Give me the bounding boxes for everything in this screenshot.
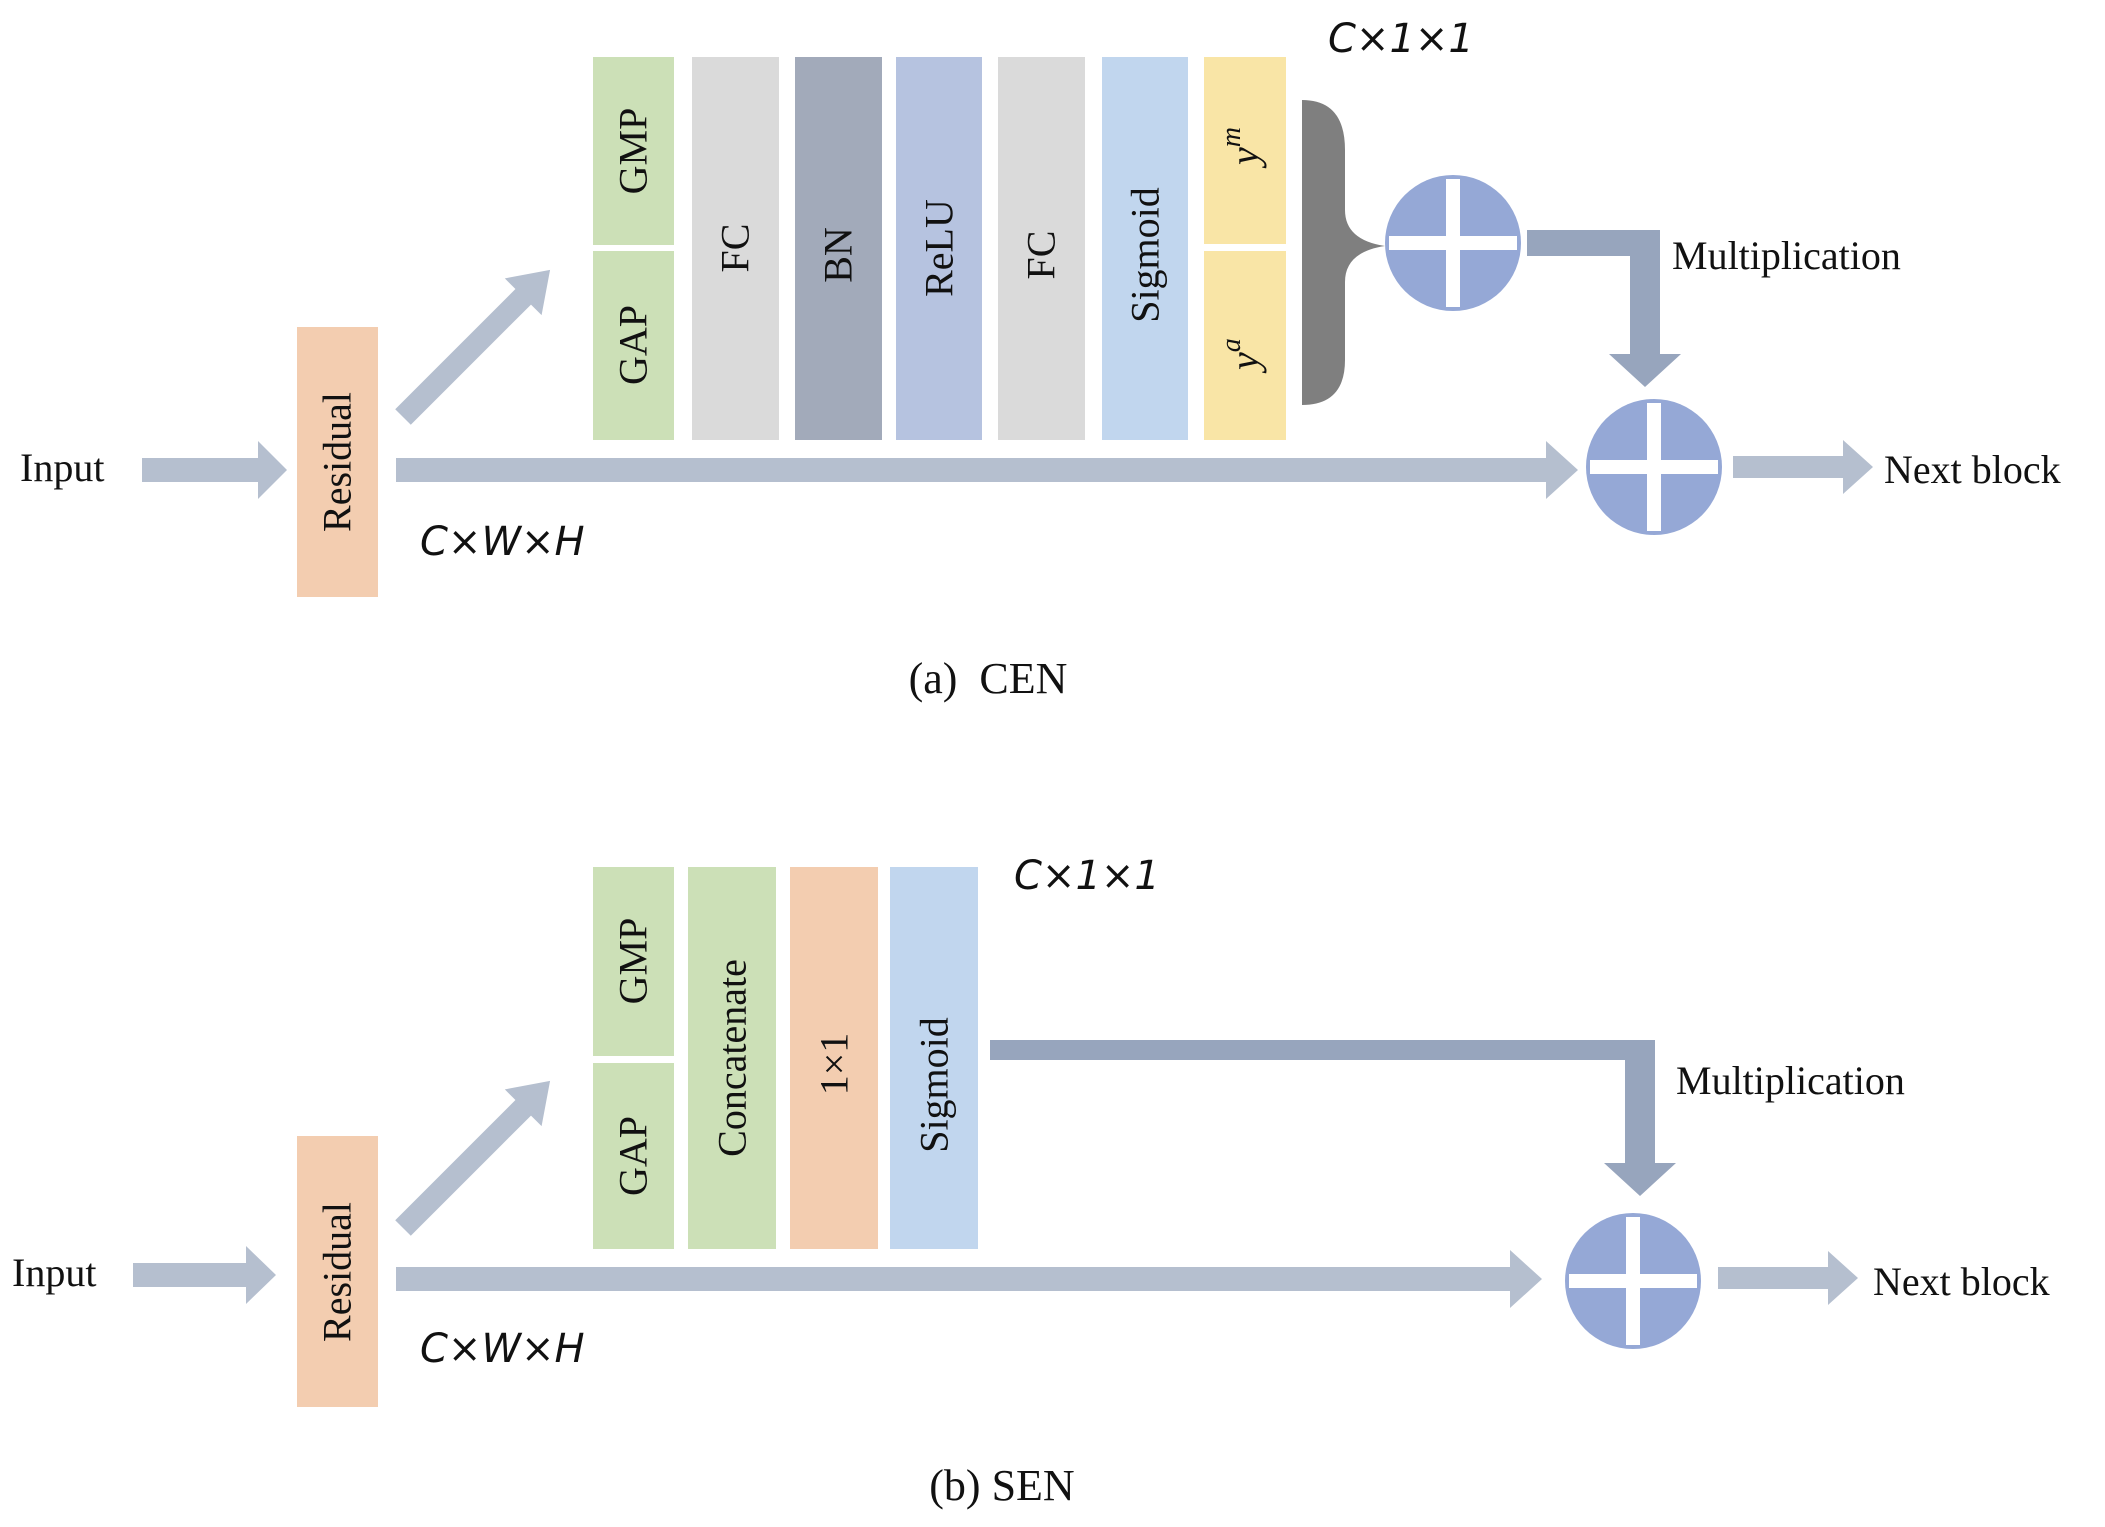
sen-skip-arrow xyxy=(396,1250,1542,1308)
cen-gap-block xyxy=(593,251,674,440)
sen-multiplication-label: Multiplication xyxy=(1676,1058,1905,1103)
sen-conv1x1-block xyxy=(790,867,878,1249)
cen-fc1-label: FC xyxy=(713,224,758,273)
cen-gmp-label: GMP xyxy=(611,108,656,195)
sen-multiplication-arrow xyxy=(990,1040,1676,1196)
sen-caption: (b) SEN xyxy=(929,1461,1074,1510)
cen-ya-block xyxy=(1204,251,1286,440)
cen-fc2-label: FC xyxy=(1019,231,1064,280)
cen-fc1-block xyxy=(692,57,779,440)
sen-branch-arrow xyxy=(395,1080,551,1236)
cen-input-arrow xyxy=(142,441,287,499)
cen-gmp-block xyxy=(593,57,674,245)
cen-sigmoid-block xyxy=(1102,57,1188,440)
cen-residual-block xyxy=(297,327,378,597)
cen-vector-shape-label: C×1×1 xyxy=(1328,16,1474,62)
sen-gap-label: GAP xyxy=(611,1116,656,1196)
cen-bn-block xyxy=(795,57,882,440)
cen-relu-block xyxy=(896,57,982,440)
cen-caption: (a) CEN xyxy=(909,654,1068,703)
sen-diagram: Input Residual GMP GAP Concatenate 1×1 S… xyxy=(12,853,2050,1510)
sen-vector-shape-label: C×1×1 xyxy=(1014,853,1160,899)
sen-residual-label: Residual xyxy=(315,1202,360,1342)
sen-conv1x1-label: 1×1 xyxy=(812,1033,857,1096)
cen-ym-label: ym xyxy=(1216,127,1267,169)
sen-concatenate-label: Concatenate xyxy=(710,959,755,1157)
cen-diagram: Input Residual GMP GAP FC BN ReLU FC Sig… xyxy=(20,16,2061,703)
cen-multiplication-arrow xyxy=(1527,230,1681,387)
svg-text:ym: ym xyxy=(1216,127,1267,169)
sen-input-arrow xyxy=(133,1246,276,1304)
sen-input-label: Input xyxy=(12,1250,96,1295)
cen-brace xyxy=(1302,100,1385,405)
sen-sigmoid-label: Sigmoid xyxy=(912,1017,957,1153)
cen-skip-arrow xyxy=(396,441,1578,499)
cen-next-block-label: Next block xyxy=(1884,447,2061,492)
cen-fc2-block xyxy=(998,57,1085,440)
cen-input-label: Input xyxy=(20,445,104,490)
cen-sigmoid-label: Sigmoid xyxy=(1123,187,1168,323)
cen-ya-label: ya xyxy=(1216,338,1267,374)
sen-next-block-label: Next block xyxy=(1873,1259,2050,1304)
svg-text:ya: ya xyxy=(1216,338,1267,374)
sen-gmp-block xyxy=(593,867,674,1056)
cen-map-shape-label: C×W×H xyxy=(420,519,585,565)
cen-multiplication-label: Multiplication xyxy=(1672,233,1901,278)
cen-ym-block xyxy=(1204,57,1286,244)
cen-branch-arrow xyxy=(395,269,551,425)
sen-output-arrow xyxy=(1718,1251,1858,1305)
cen-fusion-plus-icon xyxy=(1385,175,1521,311)
sen-gap-block xyxy=(593,1063,674,1249)
cen-gap-label: GAP xyxy=(611,305,656,385)
cen-multiply-plus-icon xyxy=(1586,399,1722,535)
sen-sigmoid-block xyxy=(890,867,978,1249)
cen-relu-label: ReLU xyxy=(917,199,962,297)
sen-map-shape-label: C×W×H xyxy=(420,1326,585,1372)
cen-output-arrow xyxy=(1733,440,1873,494)
sen-multiply-plus-icon xyxy=(1565,1213,1701,1349)
cen-residual-label: Residual xyxy=(315,392,360,532)
sen-gmp-label: GMP xyxy=(611,918,656,1005)
sen-concatenate-block xyxy=(688,867,776,1249)
sen-residual-block xyxy=(297,1136,378,1407)
cen-bn-label: BN xyxy=(816,227,861,283)
